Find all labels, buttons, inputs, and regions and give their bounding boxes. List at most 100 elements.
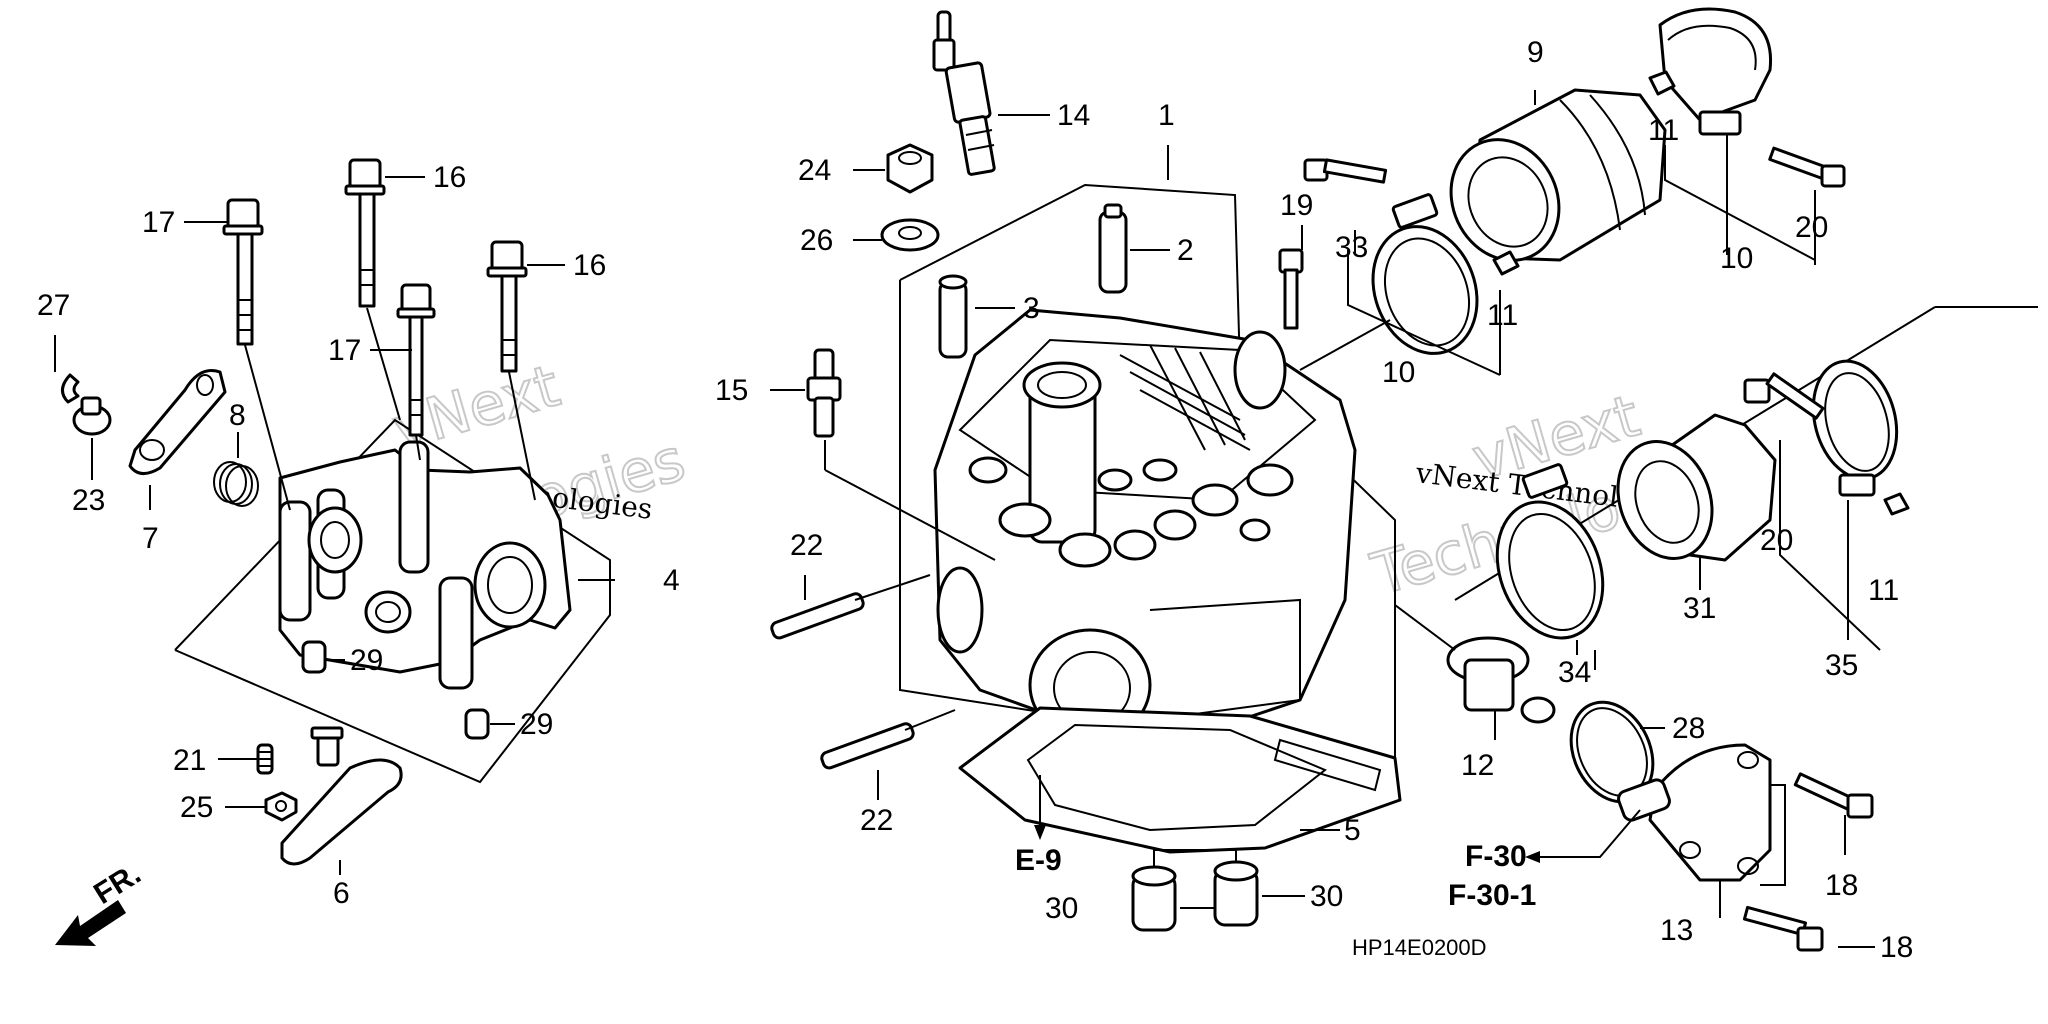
o-ring-28 xyxy=(1569,700,1655,804)
decompressor-arm-6 xyxy=(280,726,403,866)
bolt-18-upper xyxy=(1793,772,1874,819)
callout-10-middle: 10 xyxy=(1382,356,1415,389)
callout-30-right: 30 xyxy=(1310,880,1343,913)
cylinder-head-1 xyxy=(899,183,1396,791)
valve-guide-2 xyxy=(1098,203,1128,294)
callout-11-middle: 11 xyxy=(1487,299,1518,332)
bolt-18-lower xyxy=(1742,905,1824,952)
callout-21: 21 xyxy=(173,744,206,777)
callout-28: 28 xyxy=(1672,712,1705,745)
dowel-29-upper xyxy=(301,640,327,674)
callout-19: 19 xyxy=(1280,189,1313,222)
spark-plug-14 xyxy=(932,10,996,176)
callout-26: 26 xyxy=(800,224,833,257)
callout-22-lower: 22 xyxy=(860,804,893,837)
callout-35: 35 xyxy=(1825,649,1858,682)
bolt-20-lower xyxy=(1743,372,1825,420)
callout-33: 33 xyxy=(1335,231,1368,264)
reference-e9: E-9 xyxy=(1015,844,1062,877)
nut-11-top xyxy=(1648,70,1676,96)
callout-15: 15 xyxy=(715,374,748,407)
rocker-holder-assembly xyxy=(174,418,611,784)
e9-arrow-head xyxy=(1034,825,1046,840)
callout-12: 12 xyxy=(1461,749,1494,782)
callout-16-upper: 16 xyxy=(433,161,466,194)
nut-25 xyxy=(264,791,298,822)
callout-2: 2 xyxy=(1177,234,1194,267)
callout-9: 9 xyxy=(1527,36,1544,69)
callout-31: 31 xyxy=(1683,592,1716,625)
bolt-19 xyxy=(1278,248,1304,330)
callout-6: 6 xyxy=(333,877,350,910)
thermostat-housing-13 xyxy=(1617,743,1772,882)
callout-8: 8 xyxy=(229,399,246,432)
callout-17-lower: 17 xyxy=(328,334,361,367)
diagram-code: HP14E0200D xyxy=(1352,935,1487,960)
bolt-17-middle xyxy=(396,283,436,437)
intake-insulator-9 xyxy=(1449,88,1667,262)
callout-30-left: 30 xyxy=(1045,892,1078,925)
bolt-33 xyxy=(1303,158,1388,184)
circlip-27 xyxy=(61,373,80,404)
head-gasket-5 xyxy=(958,706,1402,854)
callout-4: 4 xyxy=(663,564,680,597)
valve-guide-3 xyxy=(938,274,968,359)
bolt-16-right xyxy=(486,240,528,373)
callout-10-top: 10 xyxy=(1720,242,1753,275)
spring-21 xyxy=(256,743,274,775)
spring-8 xyxy=(213,461,259,507)
head-grid xyxy=(1119,344,1251,451)
washer-26 xyxy=(880,218,940,252)
callout-11-lower: 11 xyxy=(1868,574,1899,607)
clamp-35 xyxy=(1811,359,1899,497)
rocker-arm-7 xyxy=(128,369,227,475)
front-arrow xyxy=(55,900,126,946)
dowel-30-left xyxy=(1131,865,1177,932)
callout-29-lower: 29 xyxy=(520,708,553,741)
nut-11-lower xyxy=(1883,492,1910,516)
reference-f30: F-30 xyxy=(1465,840,1527,873)
clamp-10-top xyxy=(1658,7,1773,136)
bolt-20-top xyxy=(1768,146,1846,188)
callout-3: 3 xyxy=(1023,292,1040,325)
callout-29-upper: 29 xyxy=(350,644,383,677)
dowel-29-lower xyxy=(464,708,490,740)
pin-23 xyxy=(72,396,112,436)
dowel-30-right xyxy=(1213,860,1259,927)
sensor-15 xyxy=(806,348,842,438)
nut-24 xyxy=(886,143,934,194)
callout-20-top: 20 xyxy=(1795,211,1828,244)
intake-insulator-31 xyxy=(1616,413,1777,562)
head-bosses xyxy=(968,456,1294,568)
front-marker-label: FR. xyxy=(88,857,146,911)
nut-11-middle xyxy=(1492,250,1520,276)
callout-13: 13 xyxy=(1660,914,1693,947)
callout-16-lower: 16 xyxy=(573,249,606,282)
clamp-34 xyxy=(1495,463,1605,640)
stud-22-upper xyxy=(770,592,865,640)
bolt-17-left xyxy=(222,198,264,346)
callout-7: 7 xyxy=(142,522,159,555)
callout-20-lower: 20 xyxy=(1760,524,1793,557)
reference-f30-1: F-30-1 xyxy=(1448,879,1536,912)
callout-labels: 1 2 3 4 5 6 7 8 9 10 10 11 11 11 12 13 1… xyxy=(37,36,1913,964)
callout-22-upper: 22 xyxy=(790,529,823,562)
callout-5: 5 xyxy=(1344,814,1361,847)
callout-25: 25 xyxy=(180,791,213,824)
thermostat-12 xyxy=(1446,636,1556,724)
callout-17-upper: 17 xyxy=(142,206,175,239)
callout-27: 27 xyxy=(37,289,70,322)
callout-leaders xyxy=(54,90,1875,948)
callout-23: 23 xyxy=(72,484,105,517)
stud-22-lower xyxy=(820,722,915,770)
callout-11-top: 11 xyxy=(1648,114,1679,147)
f30-arrow-head xyxy=(1525,851,1540,863)
bolt-16-left xyxy=(344,158,386,308)
callout-18-lower: 18 xyxy=(1880,931,1913,964)
callout-18-upper: 18 xyxy=(1825,869,1858,902)
callout-14: 14 xyxy=(1057,99,1090,132)
callout-34: 34 xyxy=(1558,656,1591,689)
callout-1: 1 xyxy=(1158,99,1175,132)
callout-24: 24 xyxy=(798,154,831,187)
